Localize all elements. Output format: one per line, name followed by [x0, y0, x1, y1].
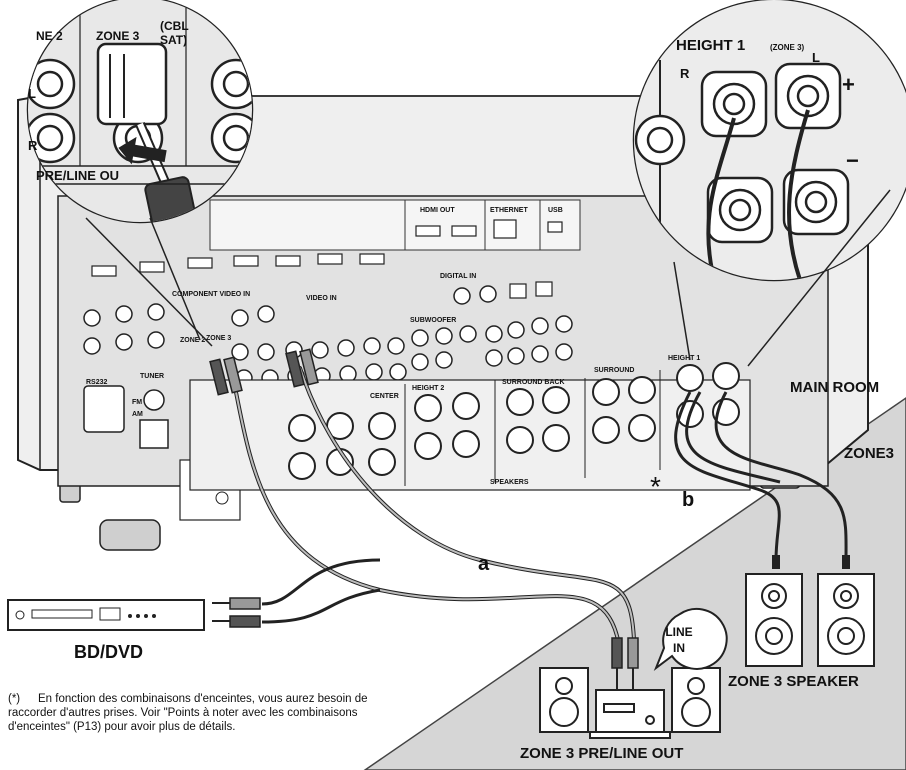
zoom-left-zone2: NE 2	[36, 29, 63, 43]
insert-arrow-icon	[118, 136, 167, 165]
cable-b-label: b	[682, 489, 694, 511]
zone3-speaker-right	[817, 573, 875, 667]
panel-label-height2: HEIGHT 2	[412, 385, 444, 392]
main-room-label: MAIN ROOM	[790, 379, 879, 396]
bd-dvd-cable	[261, 558, 381, 624]
panel-label-height1: HEIGHT 1	[668, 355, 700, 362]
rca-plugs-amplifier	[611, 637, 639, 690]
panel-label-am: AM	[132, 411, 143, 418]
zoom-left-pre-line-out: PRE/LINE OU	[36, 168, 119, 183]
panel-label-digital-in: DIGITAL IN	[440, 273, 476, 280]
zoom-right-minus: −	[846, 148, 859, 173]
panel-label-hdmi-out: HDMI OUT	[420, 207, 455, 214]
speaker-plugs	[772, 555, 850, 569]
panel-label-surround: SURROUND	[594, 367, 634, 374]
zone3-speaker-left	[745, 573, 803, 667]
zoom-left-ch-l: L	[28, 86, 36, 101]
zoom-right-plus: +	[842, 72, 855, 97]
panel-label-component: COMPONENT VIDEO IN	[172, 291, 250, 298]
panel-label-surround-back: SURROUND BACK	[502, 379, 565, 386]
zone3-preline-out-label: ZONE 3 PRE/LINE OUT	[520, 745, 683, 762]
zoom-left-ch-r: R	[28, 138, 38, 153]
line-in-label-in: IN	[673, 641, 685, 655]
zone3-amplifier-system	[539, 667, 721, 739]
zoom-right-height1: HEIGHT 1	[676, 37, 745, 54]
panel-label-rs232: RS232	[86, 379, 108, 386]
panel-label-fm: FM	[132, 399, 142, 406]
bd-dvd-player	[7, 599, 205, 631]
zone3-speaker-label: ZONE 3 SPEAKER	[728, 673, 859, 690]
zoom-right-height1-zone: (ZONE 3)	[770, 43, 805, 52]
zoom-left-cbl: (CBL	[160, 19, 189, 33]
cable-a	[230, 366, 636, 642]
zoom-left-sat: SAT)	[160, 33, 187, 47]
rca-plugs-receiver	[209, 348, 319, 396]
footnote-text: En fonction des combinaisons d'enceintes…	[8, 693, 368, 733]
zoom-circle-zone3-output: NE 2 ZONE 3 (CBL SAT) L R PRE/LINE OU	[26, 0, 254, 347]
panel-label-tuner: TUNER	[140, 373, 164, 380]
panel-label-subwoofer: SUBWOOFER	[410, 317, 456, 324]
cable-b	[674, 391, 848, 561]
panel-label-video-in: VIDEO IN	[306, 295, 337, 302]
panel-label-ethernet: ETHERNET	[490, 207, 528, 214]
footnote: (*)En fonction des combinaisons d'encein…	[8, 692, 378, 734]
bd-dvd-label: BD/DVD	[74, 642, 143, 662]
line-in-label-line: LINE	[665, 625, 692, 639]
panel-label-speakers: SPEAKERS	[490, 479, 529, 486]
bd-dvd-plugs	[212, 597, 261, 628]
panel-label-center: CENTER	[370, 393, 399, 400]
zone3-area-label: ZONE3	[844, 445, 894, 462]
panel-label-zone2: ZONE 2	[180, 337, 205, 344]
asterisk-mark: *	[650, 471, 661, 502]
zone3-floor-area	[363, 397, 906, 770]
zoom-right-ch-r: R	[680, 66, 690, 81]
zoom-right-ch-l: L	[812, 50, 820, 65]
panel-label-zone3: ZONE 3	[206, 335, 231, 342]
zoom-left-zone3: ZONE 3	[96, 29, 140, 43]
line-in-bubble: LINE IN	[653, 607, 728, 671]
footnote-mark: (*)	[8, 693, 21, 705]
panel-label-usb: USB	[548, 207, 563, 214]
cable-a-label: a	[478, 553, 490, 575]
zoom-circle-height1-terminals: HEIGHT 1 (ZONE 3) R L + −	[632, 0, 906, 367]
